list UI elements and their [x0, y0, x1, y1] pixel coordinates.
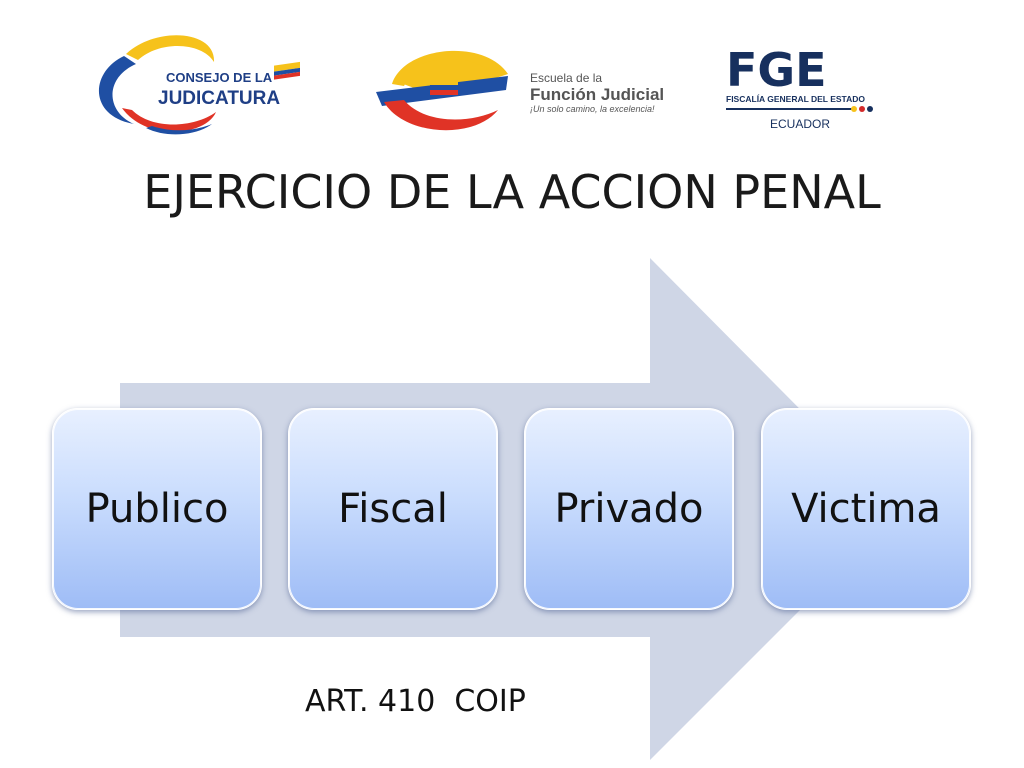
step-label: Privado — [554, 486, 704, 532]
consejo-judicatura-logo: CONSEJO DE LA JUDICATURA — [86, 32, 308, 140]
escuela-line3: ¡Un solo camino, la excelencia! — [530, 104, 655, 114]
consejo-line2: JUDICATURA — [158, 88, 280, 109]
step-box-victima: Victima — [761, 408, 971, 610]
step-box-fiscal: Fiscal — [288, 408, 498, 610]
step-label: Fiscal — [338, 486, 448, 532]
consejo-line1: CONSEJO DE LA — [166, 70, 273, 85]
fge-line2: ECUADOR — [770, 117, 830, 131]
step-box-publico: Publico — [52, 408, 262, 610]
page-title: EJERCICIO DE LA ACCION PENAL — [143, 165, 881, 219]
step-label: Victima — [791, 486, 941, 532]
fge-acronym: FGE — [726, 43, 827, 97]
escuela-line2: Función Judicial — [530, 85, 664, 104]
step-box-privado: Privado — [524, 408, 734, 610]
fge-line1: FISCALÍA GENERAL DEL ESTADO — [726, 94, 865, 104]
fge-logo: FGE FISCALÍA GENERAL DEL ESTADO ECUADOR — [724, 42, 880, 134]
escuela-funcion-judicial-logo: Escuela de la Función Judicial ¡Un solo … — [374, 40, 664, 136]
footnote-reference: ART. 410 COIP — [305, 684, 526, 719]
step-label: Publico — [85, 486, 229, 532]
escuela-line1: Escuela de la — [530, 71, 602, 85]
